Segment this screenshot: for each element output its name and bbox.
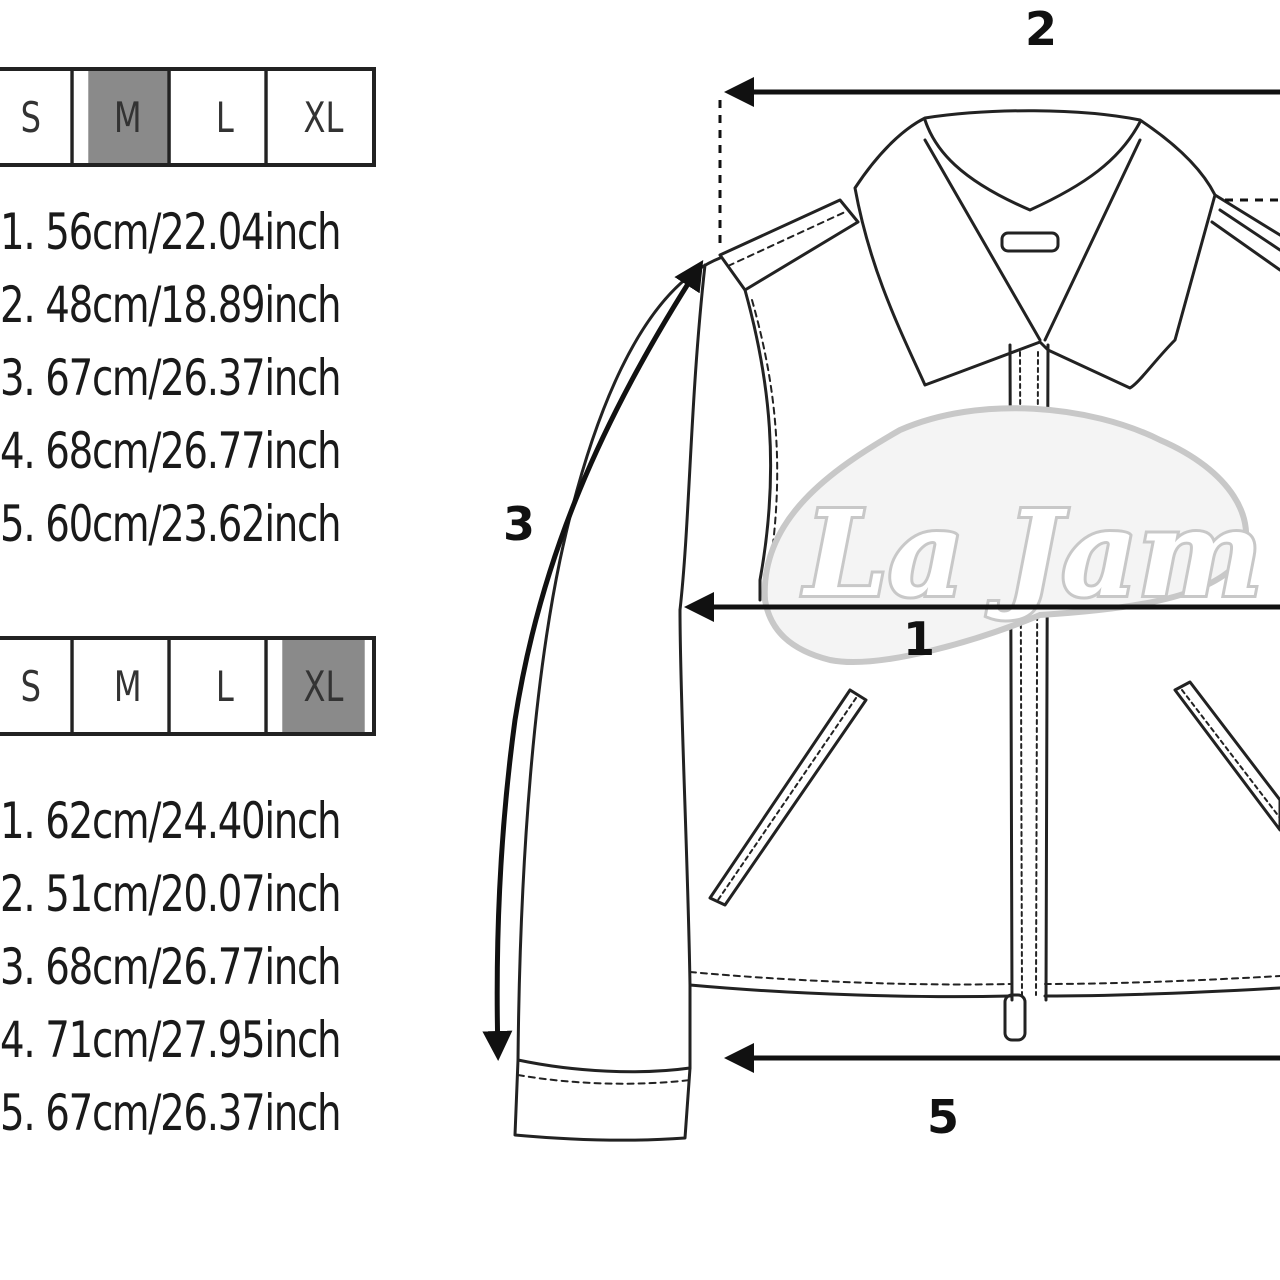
size-option-xl-selected[interactable]: XL: [282, 640, 365, 732]
label-hem: 5: [927, 1090, 959, 1144]
brand-logo-text: La Jam: [802, 484, 1263, 623]
size-option-xl[interactable]: XL: [282, 71, 365, 163]
measurement-item: 5. 67cm/26.37inch: [0, 1084, 342, 1142]
label-shoulder: 2: [1025, 2, 1057, 56]
size-option-s[interactable]: S: [0, 71, 74, 163]
brand-logo-patch: La Jam: [761, 405, 1266, 665]
measurement-item: 3. 67cm/26.37inch: [0, 349, 342, 407]
measurement-arrows: [482, 77, 1280, 1073]
size-option-l[interactable]: L: [185, 640, 268, 732]
size-option-m[interactable]: M: [88, 640, 171, 732]
measurement-item: 5. 60cm/23.62inch: [0, 495, 342, 553]
size-option-l[interactable]: L: [185, 71, 268, 163]
measurement-item: 2. 48cm/18.89inch: [0, 276, 342, 334]
size-option-m-selected[interactable]: M: [88, 71, 171, 163]
measurement-list-2: 1. 62cm/24.40inch 2. 51cm/20.07inch 3. 6…: [0, 785, 396, 1150]
measurement-item: 1. 62cm/24.40inch: [0, 792, 342, 850]
measurement-item: 1. 56cm/22.04inch: [0, 203, 342, 261]
size-selector-1: S M L XL: [0, 67, 376, 167]
label-chest: 1: [903, 612, 935, 666]
measurement-item: 2. 51cm/20.07inch: [0, 865, 342, 923]
measurement-list-1: 1. 56cm/22.04inch 2. 48cm/18.89inch 3. 6…: [0, 196, 396, 561]
measurement-item: 3. 68cm/26.77inch: [0, 938, 342, 996]
size-option-s[interactable]: S: [0, 640, 74, 732]
size-selector-2: S M L XL: [0, 636, 376, 736]
label-sleeve: 3: [503, 497, 535, 551]
measurement-item: 4. 68cm/26.77inch: [0, 422, 342, 480]
measurement-item: 4. 71cm/27.95inch: [0, 1011, 342, 1069]
